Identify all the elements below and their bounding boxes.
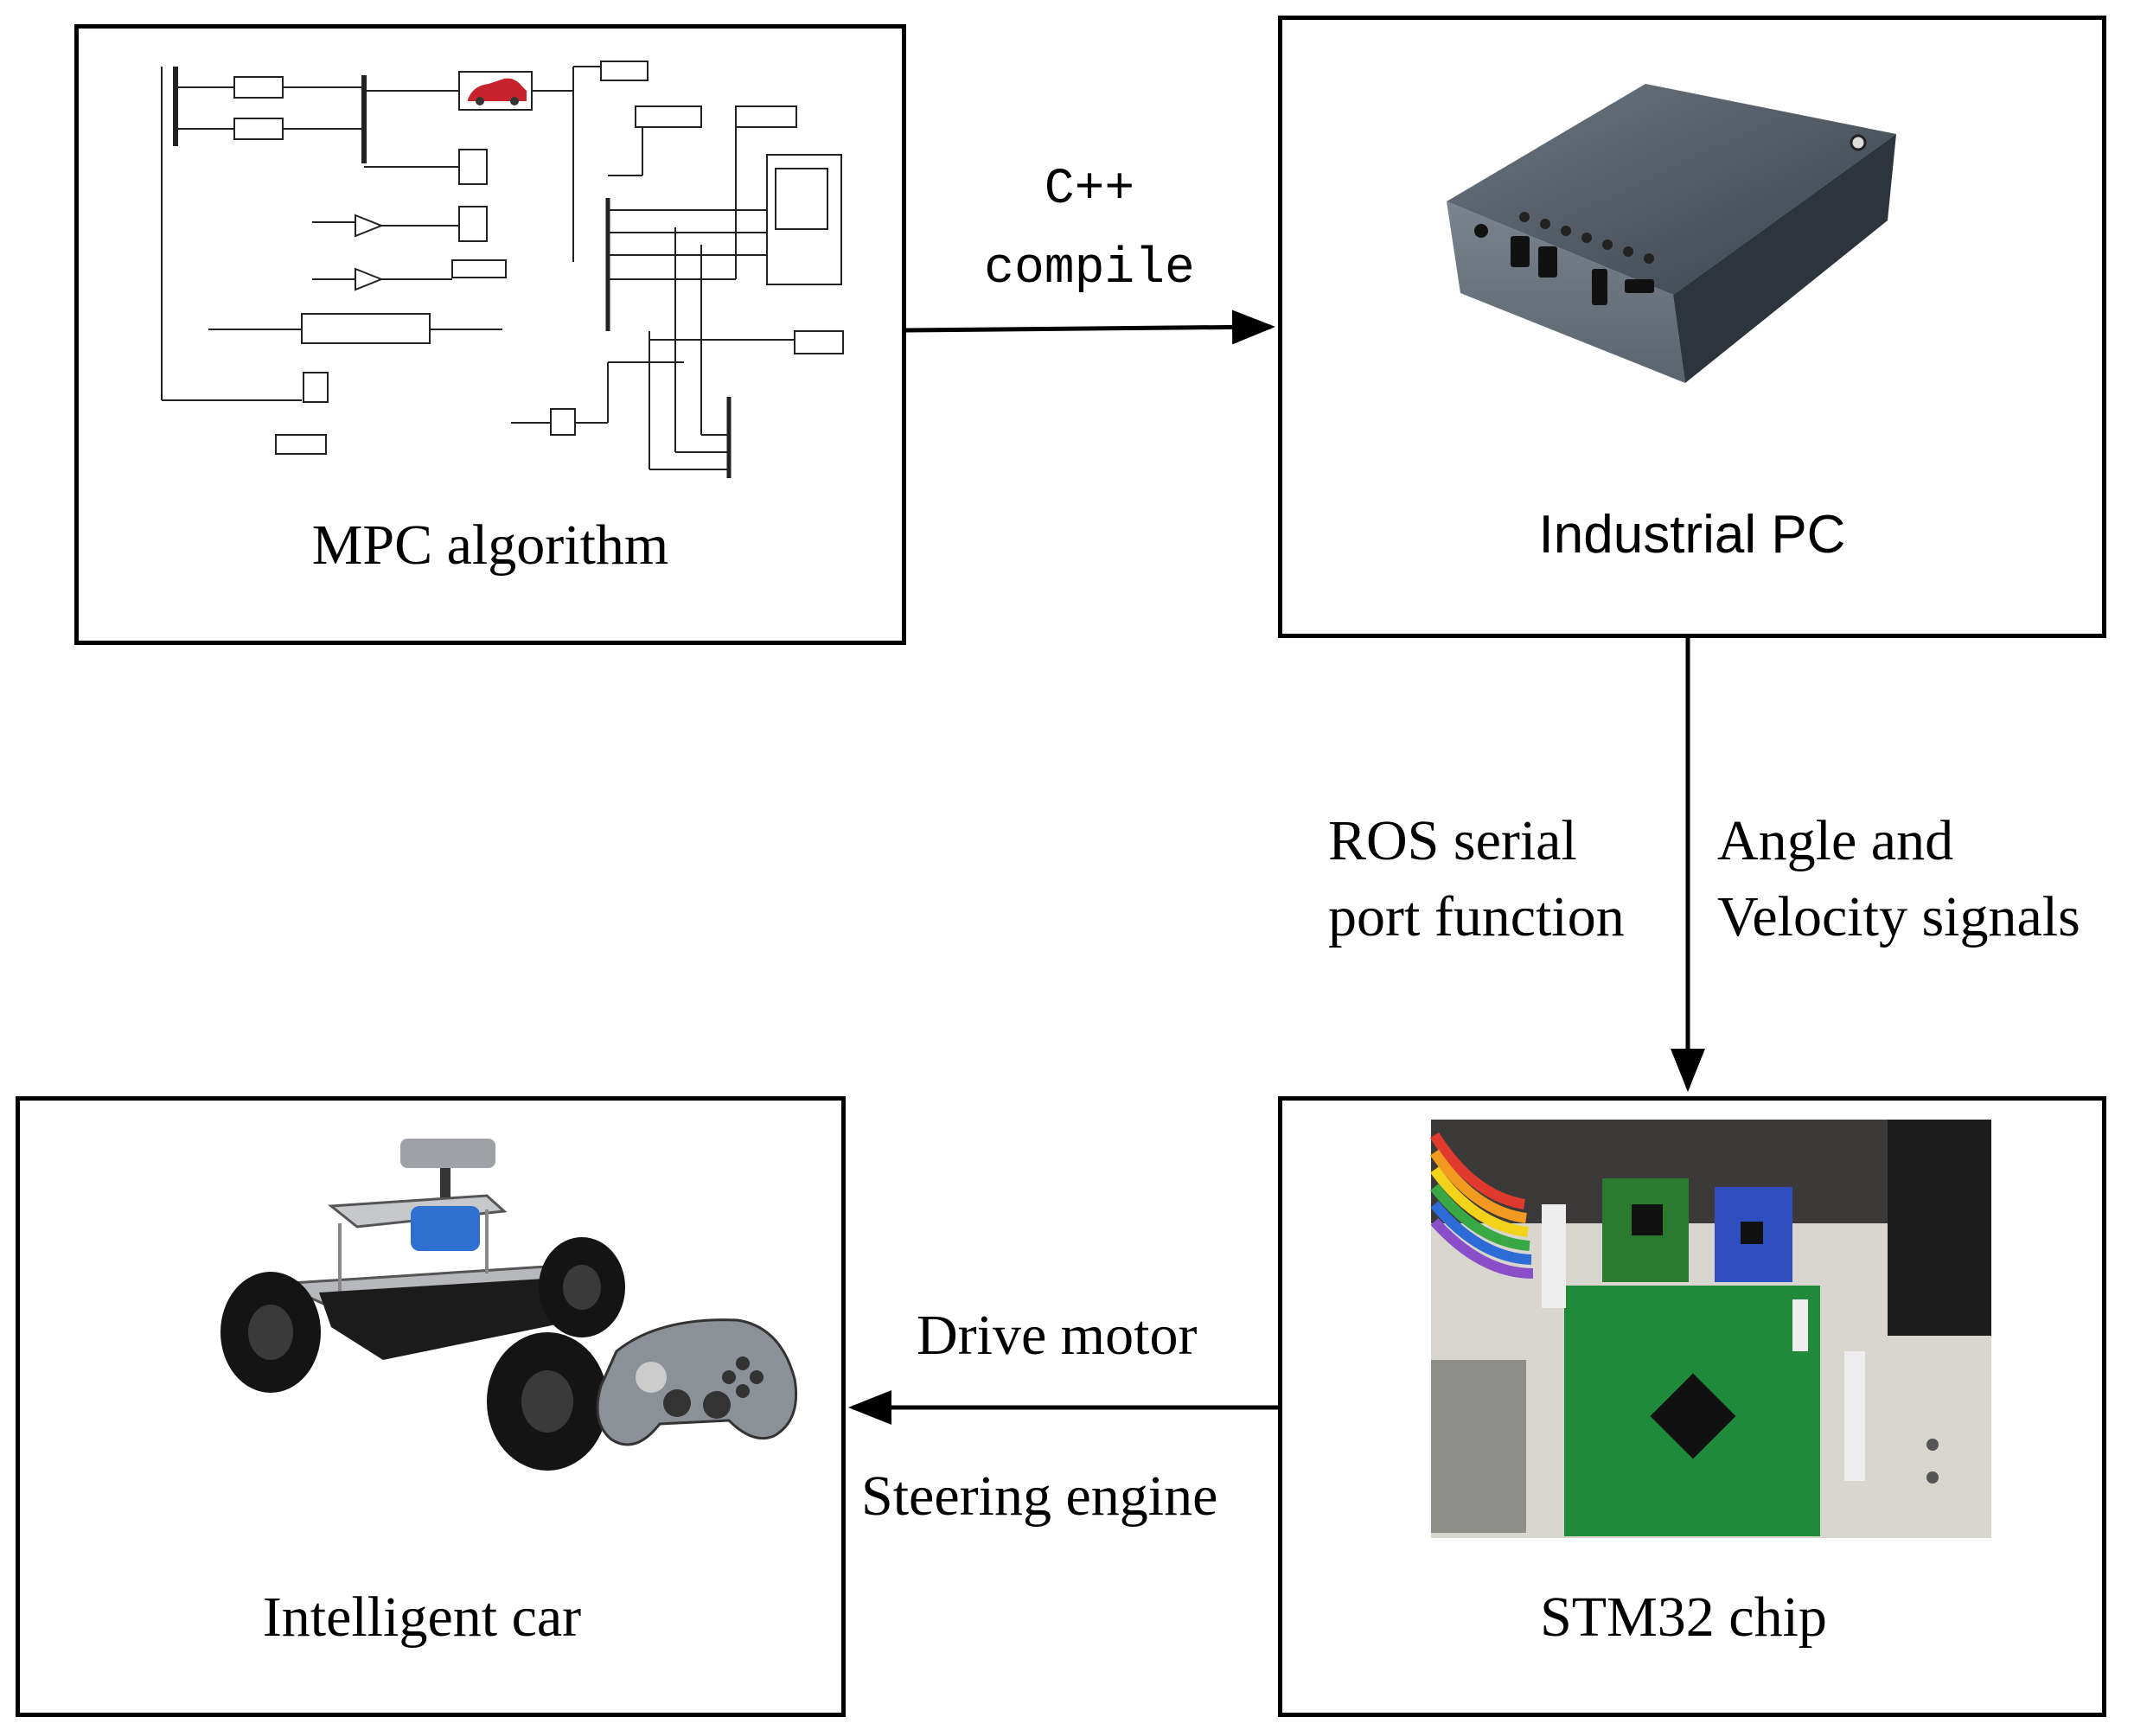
compile-label: compile bbox=[984, 241, 1195, 297]
mpc-caption: MPC algorithm bbox=[311, 514, 669, 577]
industrial-pc-caption: Industrial PC bbox=[1538, 505, 1846, 565]
mpc-algorithm-block: MPC algorithm bbox=[74, 24, 906, 645]
port-function-label: port function bbox=[1328, 885, 1625, 948]
stm32-block: STM32 chip bbox=[1278, 1096, 2106, 1717]
industrial-pc-block: Industrial PC bbox=[1278, 16, 2106, 638]
industrial-pc-image bbox=[1447, 84, 1896, 383]
cpp-label: C++ bbox=[1044, 162, 1135, 218]
intelligent-car-caption: Intelligent car bbox=[262, 1586, 582, 1649]
arrow-mpc-to-ipc bbox=[905, 310, 1275, 345]
simulink-model-image bbox=[161, 61, 844, 478]
ros-serial-label: ROS serial bbox=[1328, 809, 1577, 872]
stm32-caption: STM32 chip bbox=[1540, 1586, 1827, 1649]
velocity-signals-label: Velocity signals bbox=[1717, 885, 2080, 948]
drive-motor-label: Drive motor bbox=[917, 1304, 1198, 1367]
car-model-icon bbox=[468, 78, 527, 105]
steering-engine-label: Steering engine bbox=[861, 1465, 1218, 1528]
intelligent-car-image bbox=[220, 1139, 798, 1471]
angle-and-label: Angle and bbox=[1717, 809, 1954, 872]
stm32-board-image bbox=[1429, 1120, 1991, 1538]
intelligent-car-block: Intelligent car bbox=[16, 1096, 846, 1717]
